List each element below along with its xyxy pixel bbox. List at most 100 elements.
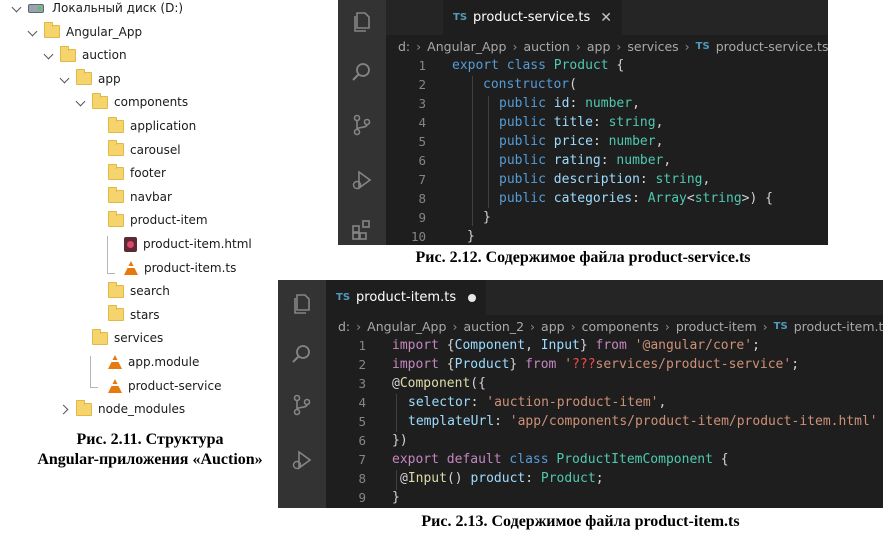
code-token: categories (553, 191, 633, 206)
code-token: export (452, 58, 499, 73)
chevron-right-icon: › (762, 318, 768, 334)
breadcrumb-item[interactable]: d: (398, 38, 411, 54)
run-debug-icon[interactable] (290, 448, 314, 472)
breadcrumb-item[interactable]: app (586, 38, 611, 54)
indent-guide (488, 96, 489, 208)
code-token: Input (407, 471, 447, 486)
tree-item[interactable]: product-item.ts (108, 257, 236, 279)
tree-item[interactable]: services (76, 327, 163, 349)
code-token: Product (454, 357, 510, 372)
chevron-right-icon[interactable] (60, 404, 70, 414)
line-number: 5 (358, 414, 366, 429)
tree-item[interactable]: auction (44, 44, 127, 66)
chevron-right-icon: › (512, 38, 518, 54)
breadcrumb-item[interactable]: product-item (675, 318, 757, 334)
source-control-icon[interactable] (350, 113, 374, 137)
folder-icon (108, 281, 124, 298)
indent-guide (472, 76, 473, 226)
code-token: } (579, 338, 588, 353)
code-token: { (765, 191, 773, 206)
code-token: Component (399, 376, 471, 391)
code-token: rating (553, 153, 601, 168)
code-token: Component (454, 338, 526, 353)
code-token: ??? (572, 357, 596, 372)
breadcrumb-item[interactable]: d: (338, 318, 351, 334)
breadcrumb-item[interactable]: product-item.ts (793, 318, 883, 334)
tree-item[interactable]: application (92, 115, 196, 137)
search-icon[interactable] (290, 342, 314, 366)
tree-item[interactable]: app.module (92, 351, 199, 373)
line-number: 9 (418, 210, 426, 225)
tree-item[interactable]: carousel (92, 139, 181, 161)
tree-item[interactable]: node_modules (60, 398, 185, 420)
tab-product-item[interactable]: TS product-item.ts (326, 280, 487, 315)
code-token: : (632, 191, 640, 206)
tree-item[interactable]: components (76, 91, 188, 113)
line-number: 3 (358, 376, 366, 391)
code-token: number (585, 96, 633, 111)
code-token: : (569, 96, 578, 111)
line-number: 7 (358, 452, 366, 467)
drive-icon (28, 3, 44, 13)
tree-item-label: product-service (128, 378, 222, 393)
unsaved-dot-icon[interactable] (468, 293, 477, 302)
code-token: ; (791, 357, 800, 372)
tree-item[interactable]: app (60, 68, 121, 90)
code-token: price (553, 134, 593, 149)
breadcrumb-item[interactable]: auction_2 (463, 318, 525, 334)
explorer-icon[interactable] (350, 10, 374, 34)
tree-item[interactable]: product-item.html (108, 233, 252, 255)
code-token: , (658, 395, 667, 410)
code-token: constructor (483, 77, 570, 92)
tree-item-label: Angular_App (66, 24, 143, 39)
tree-item[interactable]: product-item (92, 209, 208, 231)
tree-item-label: node_modules (98, 402, 186, 417)
code-token: Array (647, 191, 687, 206)
chevron-down-icon[interactable] (76, 97, 86, 107)
code-token: Product (540, 471, 596, 486)
tree-guide-line (107, 273, 115, 274)
tree-item-label: product-item.ts (144, 260, 237, 275)
code-token: > (741, 191, 750, 206)
extensions-icon[interactable] (350, 218, 374, 242)
tree-item[interactable]: Локальный диск (D:) (12, 0, 183, 19)
breadcrumb-item[interactable]: product-service.ts (715, 38, 828, 54)
chevron-down-icon[interactable] (44, 50, 54, 60)
code-token: templateUrl (408, 414, 495, 429)
breadcrumb-item[interactable]: Angular_App (367, 318, 447, 334)
code-token: string (694, 191, 742, 206)
chevron-right-icon: › (452, 318, 458, 334)
breadcrumb-item[interactable]: services (627, 38, 679, 54)
chevron-down-icon[interactable] (60, 74, 70, 84)
tree-item[interactable]: search (92, 280, 170, 302)
search-icon[interactable] (350, 60, 374, 84)
tree-item[interactable]: product-service (92, 375, 221, 397)
code-token: services/product-service' (595, 357, 792, 372)
chevron-down-icon[interactable] (12, 3, 22, 13)
code-line: selector: 'auction-product-item', (408, 395, 666, 410)
explorer-icon[interactable] (290, 292, 314, 316)
tree-item[interactable]: stars (92, 304, 160, 326)
breadcrumb-item[interactable]: components (581, 318, 659, 334)
folder-icon (108, 140, 124, 157)
breadcrumb-item[interactable]: app (541, 318, 565, 334)
source-control-icon[interactable] (290, 393, 314, 417)
breadcrumb-item[interactable]: auction (523, 38, 570, 54)
code-token: ) (749, 191, 758, 206)
close-tab-icon[interactable]: ✕ (600, 9, 613, 26)
code-token: number (608, 134, 656, 149)
tree-item[interactable]: Angular_App (28, 21, 142, 43)
chevron-right-icon: › (530, 318, 536, 334)
chevron-down-icon[interactable] (28, 27, 38, 37)
line-number: 8 (358, 471, 366, 486)
code-line: public rating: number, (499, 153, 671, 168)
code-token: { (446, 357, 455, 372)
tree-item[interactable]: navbar (92, 186, 172, 208)
code-token: () (446, 471, 463, 486)
breadcrumb-item[interactable]: Angular_App (427, 38, 507, 54)
tree-item[interactable]: footer (92, 162, 166, 184)
tab-product-service[interactable]: TS product-service.ts ✕ (443, 0, 623, 35)
run-debug-icon[interactable] (350, 168, 374, 192)
